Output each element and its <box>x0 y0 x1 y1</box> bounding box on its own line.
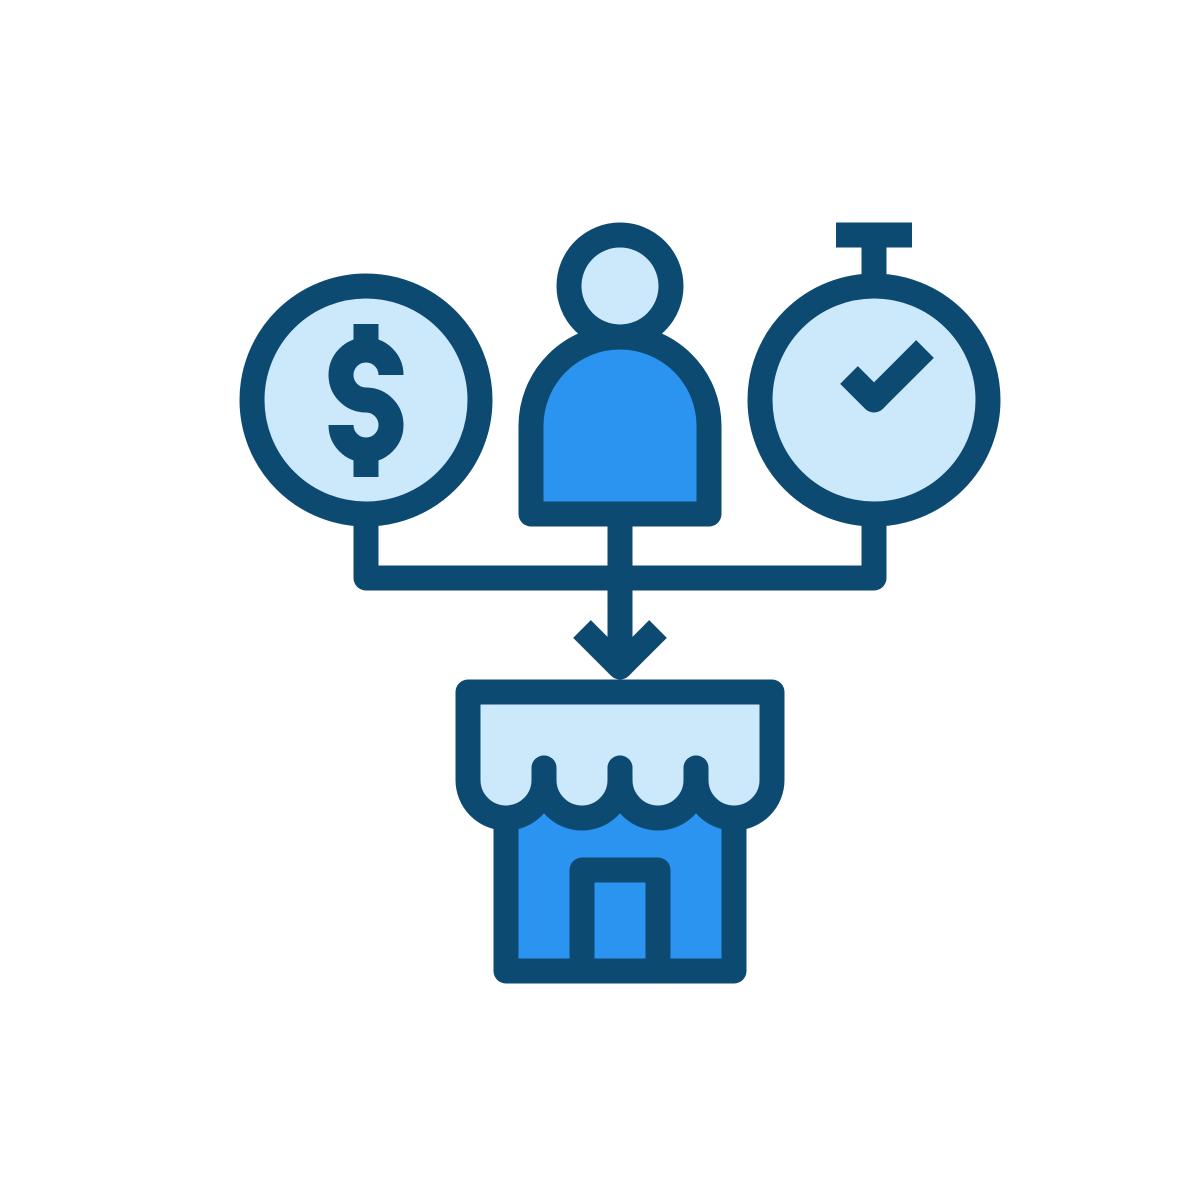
person-icon <box>518 222 722 527</box>
store-door <box>569 857 671 984</box>
connector-lines <box>353 513 887 660</box>
store-awning <box>455 679 785 831</box>
storefront-icon <box>455 679 785 984</box>
stopwatch-check-icon <box>747 222 1001 527</box>
dollar-coin-icon <box>239 273 493 527</box>
downward-arrow-icon <box>573 620 667 680</box>
